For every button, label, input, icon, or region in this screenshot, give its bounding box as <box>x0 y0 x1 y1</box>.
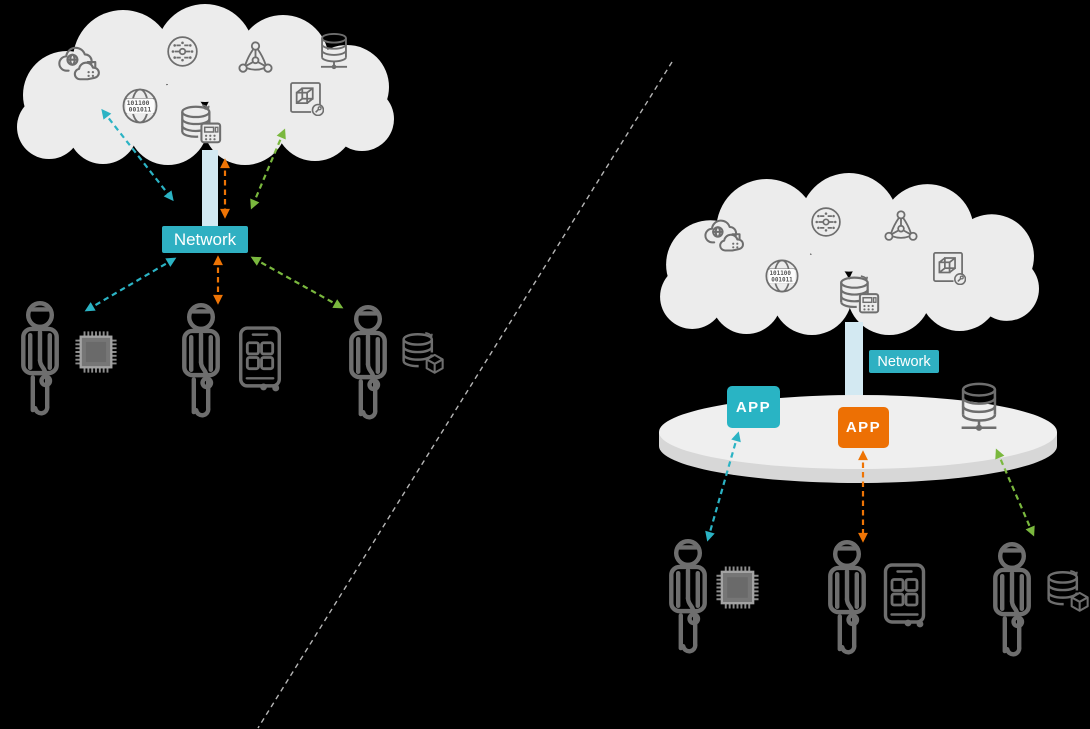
user-figure-icon <box>988 540 1036 670</box>
user-figure-icon <box>664 537 712 667</box>
globe-binary-icon <box>121 87 159 125</box>
globe-binary-icon <box>764 258 800 294</box>
tablet-apps-icon <box>236 325 284 392</box>
app-box-teal: APP <box>727 386 780 428</box>
microchip-icon <box>74 330 118 374</box>
database-sync-calculator-icon <box>177 103 224 146</box>
tablet-apps-icon <box>881 562 928 628</box>
divider-line <box>257 61 673 729</box>
network-label-left: Network <box>162 226 248 253</box>
arrow-green-db-user3 <box>995 448 1035 537</box>
boxed-model-wrench-icon <box>287 79 324 116</box>
database-server-icon <box>313 30 355 74</box>
mesh-network-icon <box>237 40 274 75</box>
network-trunk-right <box>845 322 863 402</box>
arrow-green-network-user3 <box>250 256 344 309</box>
arrow-teal-app-user1 <box>705 431 741 542</box>
mesh-network-icon <box>883 209 919 243</box>
database-cube-icon <box>1043 568 1090 615</box>
hybrid-cloud-icon <box>56 44 106 84</box>
network-trunk-left <box>202 150 218 228</box>
data-analysis-sphere-icon <box>166 35 199 68</box>
boxed-model-wrench-icon <box>930 249 966 285</box>
database-cube-icon <box>398 330 445 377</box>
database-server-icon <box>951 379 1007 437</box>
arrow-green-cloud-network <box>250 128 286 210</box>
user-figure-icon <box>177 301 225 431</box>
user-figure-icon <box>344 303 392 433</box>
database-sync-calculator-icon <box>836 274 882 316</box>
arrow-teal-network-user1 <box>84 257 177 312</box>
hybrid-cloud-icon <box>702 217 750 255</box>
network-label-right: Network <box>869 350 939 373</box>
app-box-orange: APP <box>838 407 889 448</box>
user-figure-icon <box>823 538 871 668</box>
microchip-icon <box>715 565 760 610</box>
user-figure-icon <box>16 299 64 429</box>
data-analysis-sphere-icon <box>810 206 842 238</box>
